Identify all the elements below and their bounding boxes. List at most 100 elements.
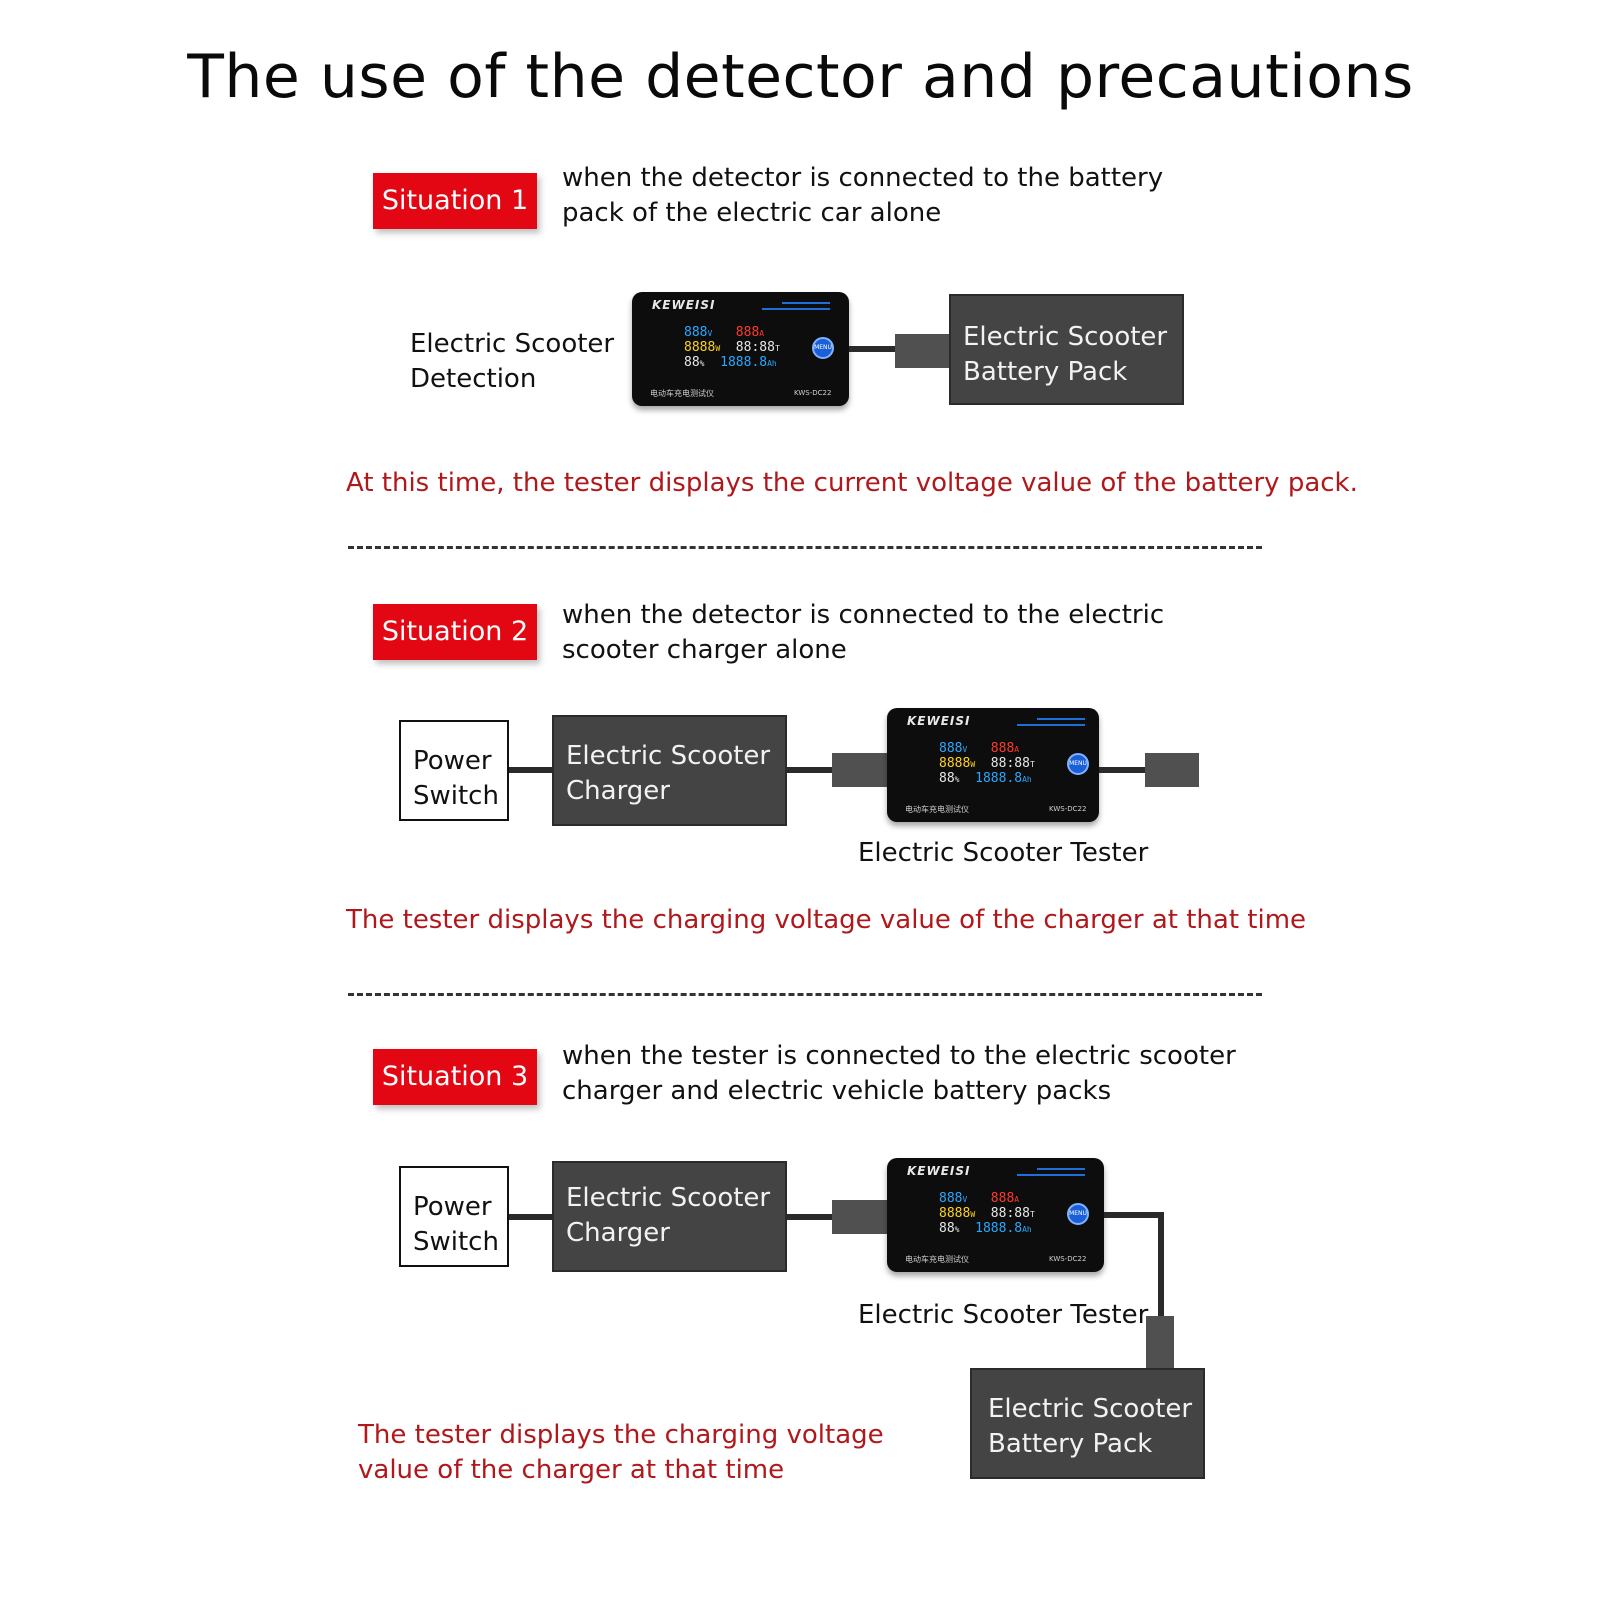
device-display: 888V 888A 8888W 88:88T 88% 1888.8Ah xyxy=(939,1192,1035,1237)
connector-plug xyxy=(895,334,949,368)
charger-box: Electric Scooter Charger xyxy=(552,1161,787,1272)
device-accent-line xyxy=(1017,1174,1085,1176)
voltage-unit: V xyxy=(707,329,713,338)
page-title: The use of the detector and precautions xyxy=(187,42,1414,112)
situation-2-description-line-1: when the detector is connected to the el… xyxy=(562,600,1165,630)
menu-button[interactable]: MENU xyxy=(1067,753,1089,775)
menu-button[interactable]: MENU xyxy=(812,337,834,359)
charger-label-line-1: Electric Scooter xyxy=(566,1183,771,1213)
power-readout: 8888 xyxy=(684,340,716,355)
charger-label-line-1: Electric Scooter xyxy=(566,741,771,771)
device-footer-text: 电动车充电测试仪 xyxy=(650,389,714,398)
situation-1-description: when the detector is connected to the ba… xyxy=(562,161,1163,231)
device-model-label: KWS-DC22 xyxy=(1049,1255,1087,1263)
device-display: 888V 888A 8888W 88:88T 88% 1888.8Ah xyxy=(684,326,780,371)
detection-label-line-2: Detection xyxy=(410,364,537,394)
battery-pack-box: Electric Scooter Battery Pack xyxy=(949,294,1184,405)
cable xyxy=(787,1214,832,1220)
situation-3-note-line-1: The tester displays the charging voltage xyxy=(358,1420,884,1450)
cable xyxy=(849,346,895,352)
device-accent-line xyxy=(1017,724,1085,726)
charger-label-line-2: Charger xyxy=(566,1218,670,1248)
power-readout: 8888 xyxy=(939,756,971,771)
capacity-readout: 1888.8 xyxy=(975,1221,1023,1236)
percent-unit: % xyxy=(954,775,960,784)
capacity-readout: 1888.8 xyxy=(720,355,768,370)
capacity-unit: Ah xyxy=(1022,775,1032,784)
menu-button[interactable]: MENU xyxy=(1067,1203,1089,1225)
time-unit: T xyxy=(1029,1210,1035,1219)
cable xyxy=(787,767,832,773)
capacity-unit: Ah xyxy=(1022,1225,1032,1234)
current-readout: 888 xyxy=(990,1191,1015,1206)
charger-label-line-2: Charger xyxy=(566,776,670,806)
charger-box: Electric Scooter Charger xyxy=(552,715,787,826)
situation-1-description-line-2: pack of the electric car alone xyxy=(562,198,942,228)
current-readout: 888 xyxy=(990,741,1015,756)
connector-plug xyxy=(832,753,887,787)
situation-3-description: when the tester is connected to the elec… xyxy=(562,1039,1236,1109)
situation-1-badge: Situation 1 xyxy=(373,173,537,229)
situation-3-note: The tester displays the charging voltage… xyxy=(358,1418,884,1488)
tester-device: KEWEISI 888V 888A 8888W 88:88T 88% 1888.… xyxy=(887,1158,1104,1272)
current-unit: A xyxy=(1014,1195,1020,1204)
detection-label: Electric Scooter Detection xyxy=(410,327,614,397)
device-accent-line xyxy=(782,302,830,304)
percent-unit: % xyxy=(699,359,705,368)
connector-plug xyxy=(1145,753,1199,787)
time-unit: T xyxy=(1029,760,1035,769)
battery-pack-label-line-1: Electric Scooter xyxy=(988,1394,1193,1424)
detection-label-line-1: Electric Scooter xyxy=(410,329,615,359)
section-divider xyxy=(348,993,1262,996)
capacity-readout: 1888.8 xyxy=(975,771,1023,786)
device-model-label: KWS-DC22 xyxy=(794,389,832,397)
voltage-readout: 888 xyxy=(684,325,708,340)
tester-device: KEWEISI 888V 888A 8888W 88:88T 88% 1888.… xyxy=(887,708,1099,822)
power-switch-label-line-1: Power xyxy=(413,1192,492,1222)
cable xyxy=(509,767,552,773)
device-brand-logo: KEWEISI xyxy=(907,1164,971,1178)
device-brand-logo: KEWEISI xyxy=(652,298,716,312)
time-readout: 88:88 xyxy=(990,1206,1030,1221)
voltage-unit: V xyxy=(962,1195,968,1204)
device-footer-text: 电动车充电测试仪 xyxy=(905,1255,969,1264)
situation-3-description-line-1: when the tester is connected to the elec… xyxy=(562,1041,1236,1071)
power-unit: W xyxy=(970,760,976,769)
situation-2-note: The tester displays the charging voltage… xyxy=(346,905,1307,935)
connector-plug xyxy=(832,1200,887,1234)
situation-2-badge: Situation 2 xyxy=(373,604,537,660)
battery-pack-box: Electric Scooter Battery Pack xyxy=(970,1368,1205,1479)
current-unit: A xyxy=(1014,745,1020,754)
percent-unit: % xyxy=(954,1225,960,1234)
percent-readout: 88 xyxy=(939,1221,955,1236)
power-unit: W xyxy=(715,344,721,353)
battery-pack-label-line-2: Battery Pack xyxy=(988,1429,1153,1459)
percent-readout: 88 xyxy=(684,355,700,370)
device-accent-line xyxy=(1037,1168,1085,1170)
battery-pack-label-line-2: Battery Pack xyxy=(963,357,1128,387)
power-unit: W xyxy=(970,1210,976,1219)
situation-2-description: when the detector is connected to the el… xyxy=(562,598,1164,668)
device-accent-line xyxy=(1037,718,1085,720)
time-unit: T xyxy=(774,344,780,353)
time-readout: 88:88 xyxy=(735,340,775,355)
section-divider xyxy=(348,546,1262,549)
cable xyxy=(509,1214,552,1220)
power-switch-label-line-2: Switch xyxy=(413,781,499,811)
situation-3-note-line-2: value of the charger at that time xyxy=(358,1455,785,1485)
situation-2-description-line-2: scooter charger alone xyxy=(562,635,847,665)
current-readout: 888 xyxy=(735,325,760,340)
device-footer-text: 电动车充电测试仪 xyxy=(905,805,969,814)
voltage-readout: 888 xyxy=(939,741,963,756)
tester-label: Electric Scooter Tester xyxy=(858,838,1149,868)
capacity-unit: Ah xyxy=(767,359,777,368)
cable xyxy=(1099,767,1145,773)
power-readout: 8888 xyxy=(939,1206,971,1221)
device-brand-logo: KEWEISI xyxy=(907,714,971,728)
device-accent-line xyxy=(762,308,830,310)
situation-1-description-line-1: when the detector is connected to the ba… xyxy=(562,163,1164,193)
percent-readout: 88 xyxy=(939,771,955,786)
power-switch-box: Power Switch xyxy=(399,720,509,821)
power-switch-label-line-2: Switch xyxy=(413,1227,499,1257)
voltage-readout: 888 xyxy=(939,1191,963,1206)
